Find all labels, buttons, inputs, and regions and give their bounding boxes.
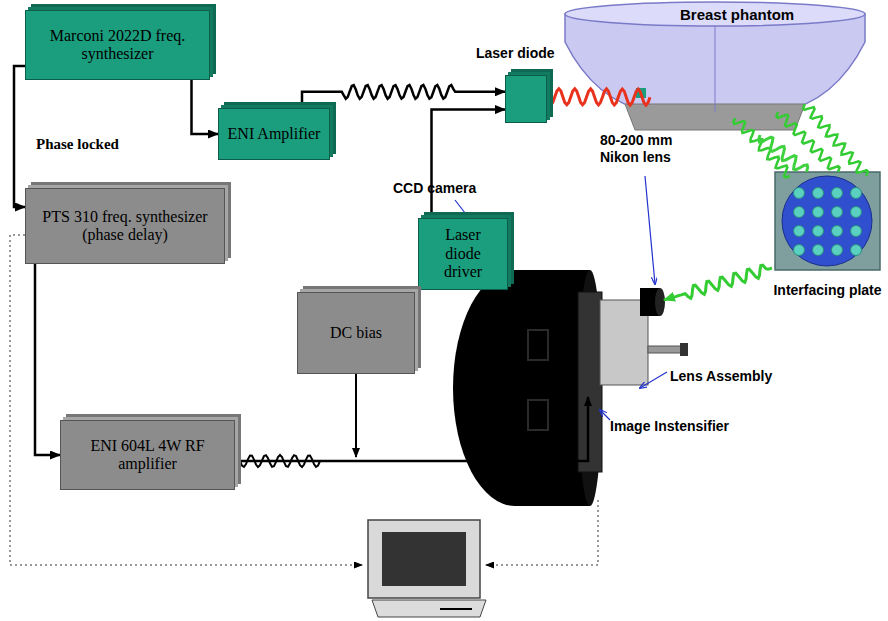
interfacing-plate — [775, 172, 880, 270]
rf-wire — [235, 397, 588, 461]
instrument-box: ENI 604L 4W RF amplifier — [60, 420, 235, 490]
part-label: 80-200 mm Nikon lens — [600, 132, 692, 166]
fiber-hole — [832, 226, 843, 237]
instrument-box: ENI Amplifier — [218, 108, 330, 160]
part-label: Image Instensifier — [610, 418, 729, 435]
node-text: DC bias — [330, 324, 382, 342]
leader-line — [640, 372, 667, 388]
light-wave — [547, 89, 650, 106]
node-text: Marconi 2022D freq. synthesizer — [34, 27, 201, 64]
fiber-hole — [832, 188, 843, 199]
signal-wave — [240, 455, 320, 467]
fiber-hole — [813, 188, 824, 199]
computer — [368, 520, 486, 617]
edge-label: Phase locked — [34, 136, 121, 153]
node-text: Laser diode driver — [427, 226, 499, 281]
part-label: Lens Assembly — [670, 368, 772, 385]
node-text: Breast phantom — [680, 6, 794, 24]
fiber-hole — [794, 245, 805, 256]
fiber-hole — [851, 226, 862, 237]
data-line — [486, 500, 598, 565]
phantom-cup — [565, 2, 865, 130]
data-line — [10, 235, 362, 565]
fiber-hole — [794, 226, 805, 237]
ccd-camera — [453, 270, 688, 506]
leader-line — [645, 176, 655, 284]
node-text: ENI Amplifier — [228, 125, 321, 143]
part-label: CCD camera — [393, 180, 476, 197]
signal-connector — [192, 80, 219, 134]
instrument-box: DC bias — [297, 292, 415, 374]
interfacing-plate: Interfacing plate — [775, 172, 880, 270]
fiber-hole — [794, 188, 805, 199]
bias-wire — [355, 374, 357, 457]
node-text: Interfacing plate — [773, 282, 881, 299]
signal-connector — [432, 110, 506, 218]
fiber-hole — [851, 245, 862, 256]
signal-connector — [14, 66, 25, 207]
fiber-hole — [813, 245, 824, 256]
instrument-box: Laser diode driver — [418, 218, 508, 290]
signal-wave — [803, 104, 868, 176]
signal-wave — [664, 265, 772, 300]
fiber-hole — [813, 226, 824, 237]
signal-connector — [302, 85, 505, 108]
fiber-hole — [832, 207, 843, 218]
laser-diode: Laser diode — [505, 75, 547, 123]
node-text: Laser diode — [476, 45, 555, 62]
light-wave — [759, 135, 808, 172]
instrument-box: PTS 310 freq. synthesizer (phase delay) — [25, 188, 225, 264]
node-text: ENI 604L 4W RF amplifier — [69, 437, 226, 474]
signal-connector — [35, 264, 60, 455]
signal-wave — [776, 112, 839, 172]
fiber-hole — [832, 245, 843, 256]
leader-line — [600, 410, 610, 420]
fiber-hole — [851, 188, 862, 199]
instrument-box: Marconi 2022D freq. synthesizer — [25, 10, 210, 80]
breast-phantom: Breast phantom — [650, 0, 870, 135]
fiber-hole — [794, 207, 805, 218]
fiber-hole — [813, 207, 824, 218]
node-text: PTS 310 freq. synthesizer (phase delay) — [34, 208, 216, 245]
fiber-hole — [851, 207, 862, 218]
